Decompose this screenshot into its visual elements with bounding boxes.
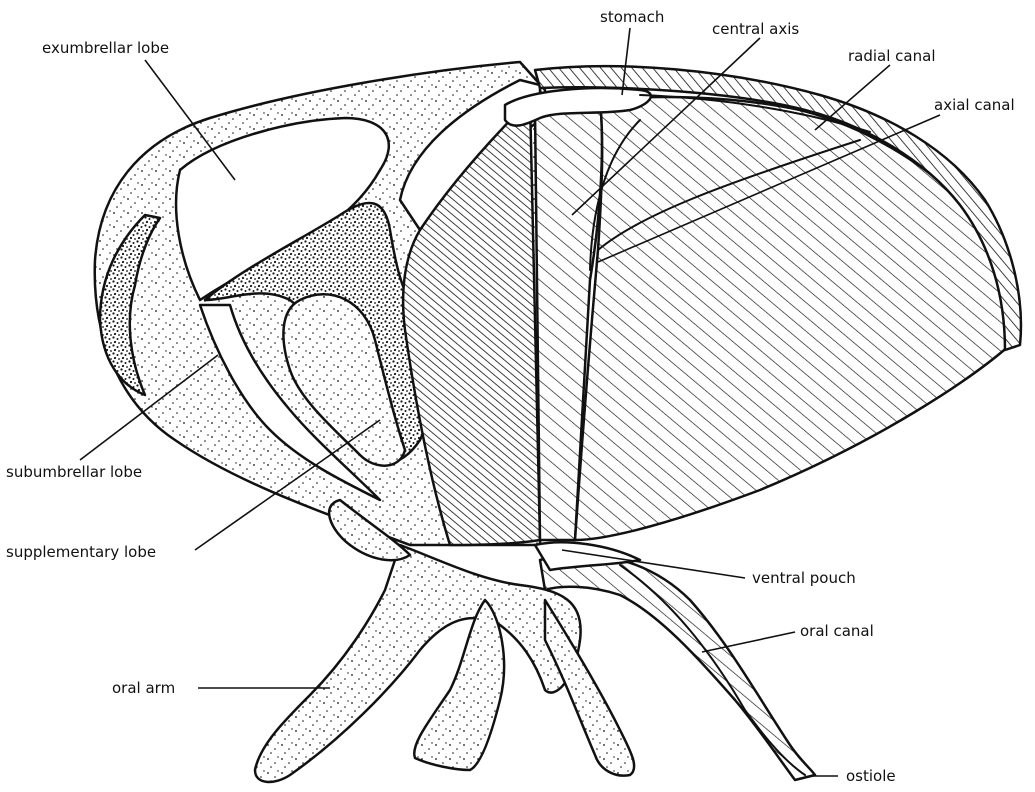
label-axial-canal: axial canal [934, 96, 1015, 114]
label-radial-canal: radial canal [848, 47, 935, 65]
label-ventral-pouch: ventral pouch [752, 569, 856, 587]
label-oral-arm: oral arm [112, 679, 175, 697]
label-subumbrellar-lobe: subumbrellar lobe [6, 463, 142, 481]
label-exumbrellar-lobe: exumbrellar lobe [42, 39, 169, 57]
label-central-axis: central axis [712, 20, 799, 38]
label-oral-canal: oral canal [800, 622, 874, 640]
label-supplementary-lobe: supplementary lobe [6, 543, 156, 561]
label-ostiole: ostiole [846, 767, 896, 785]
bell-cut-half [403, 66, 1021, 545]
label-stomach: stomach [600, 8, 664, 26]
